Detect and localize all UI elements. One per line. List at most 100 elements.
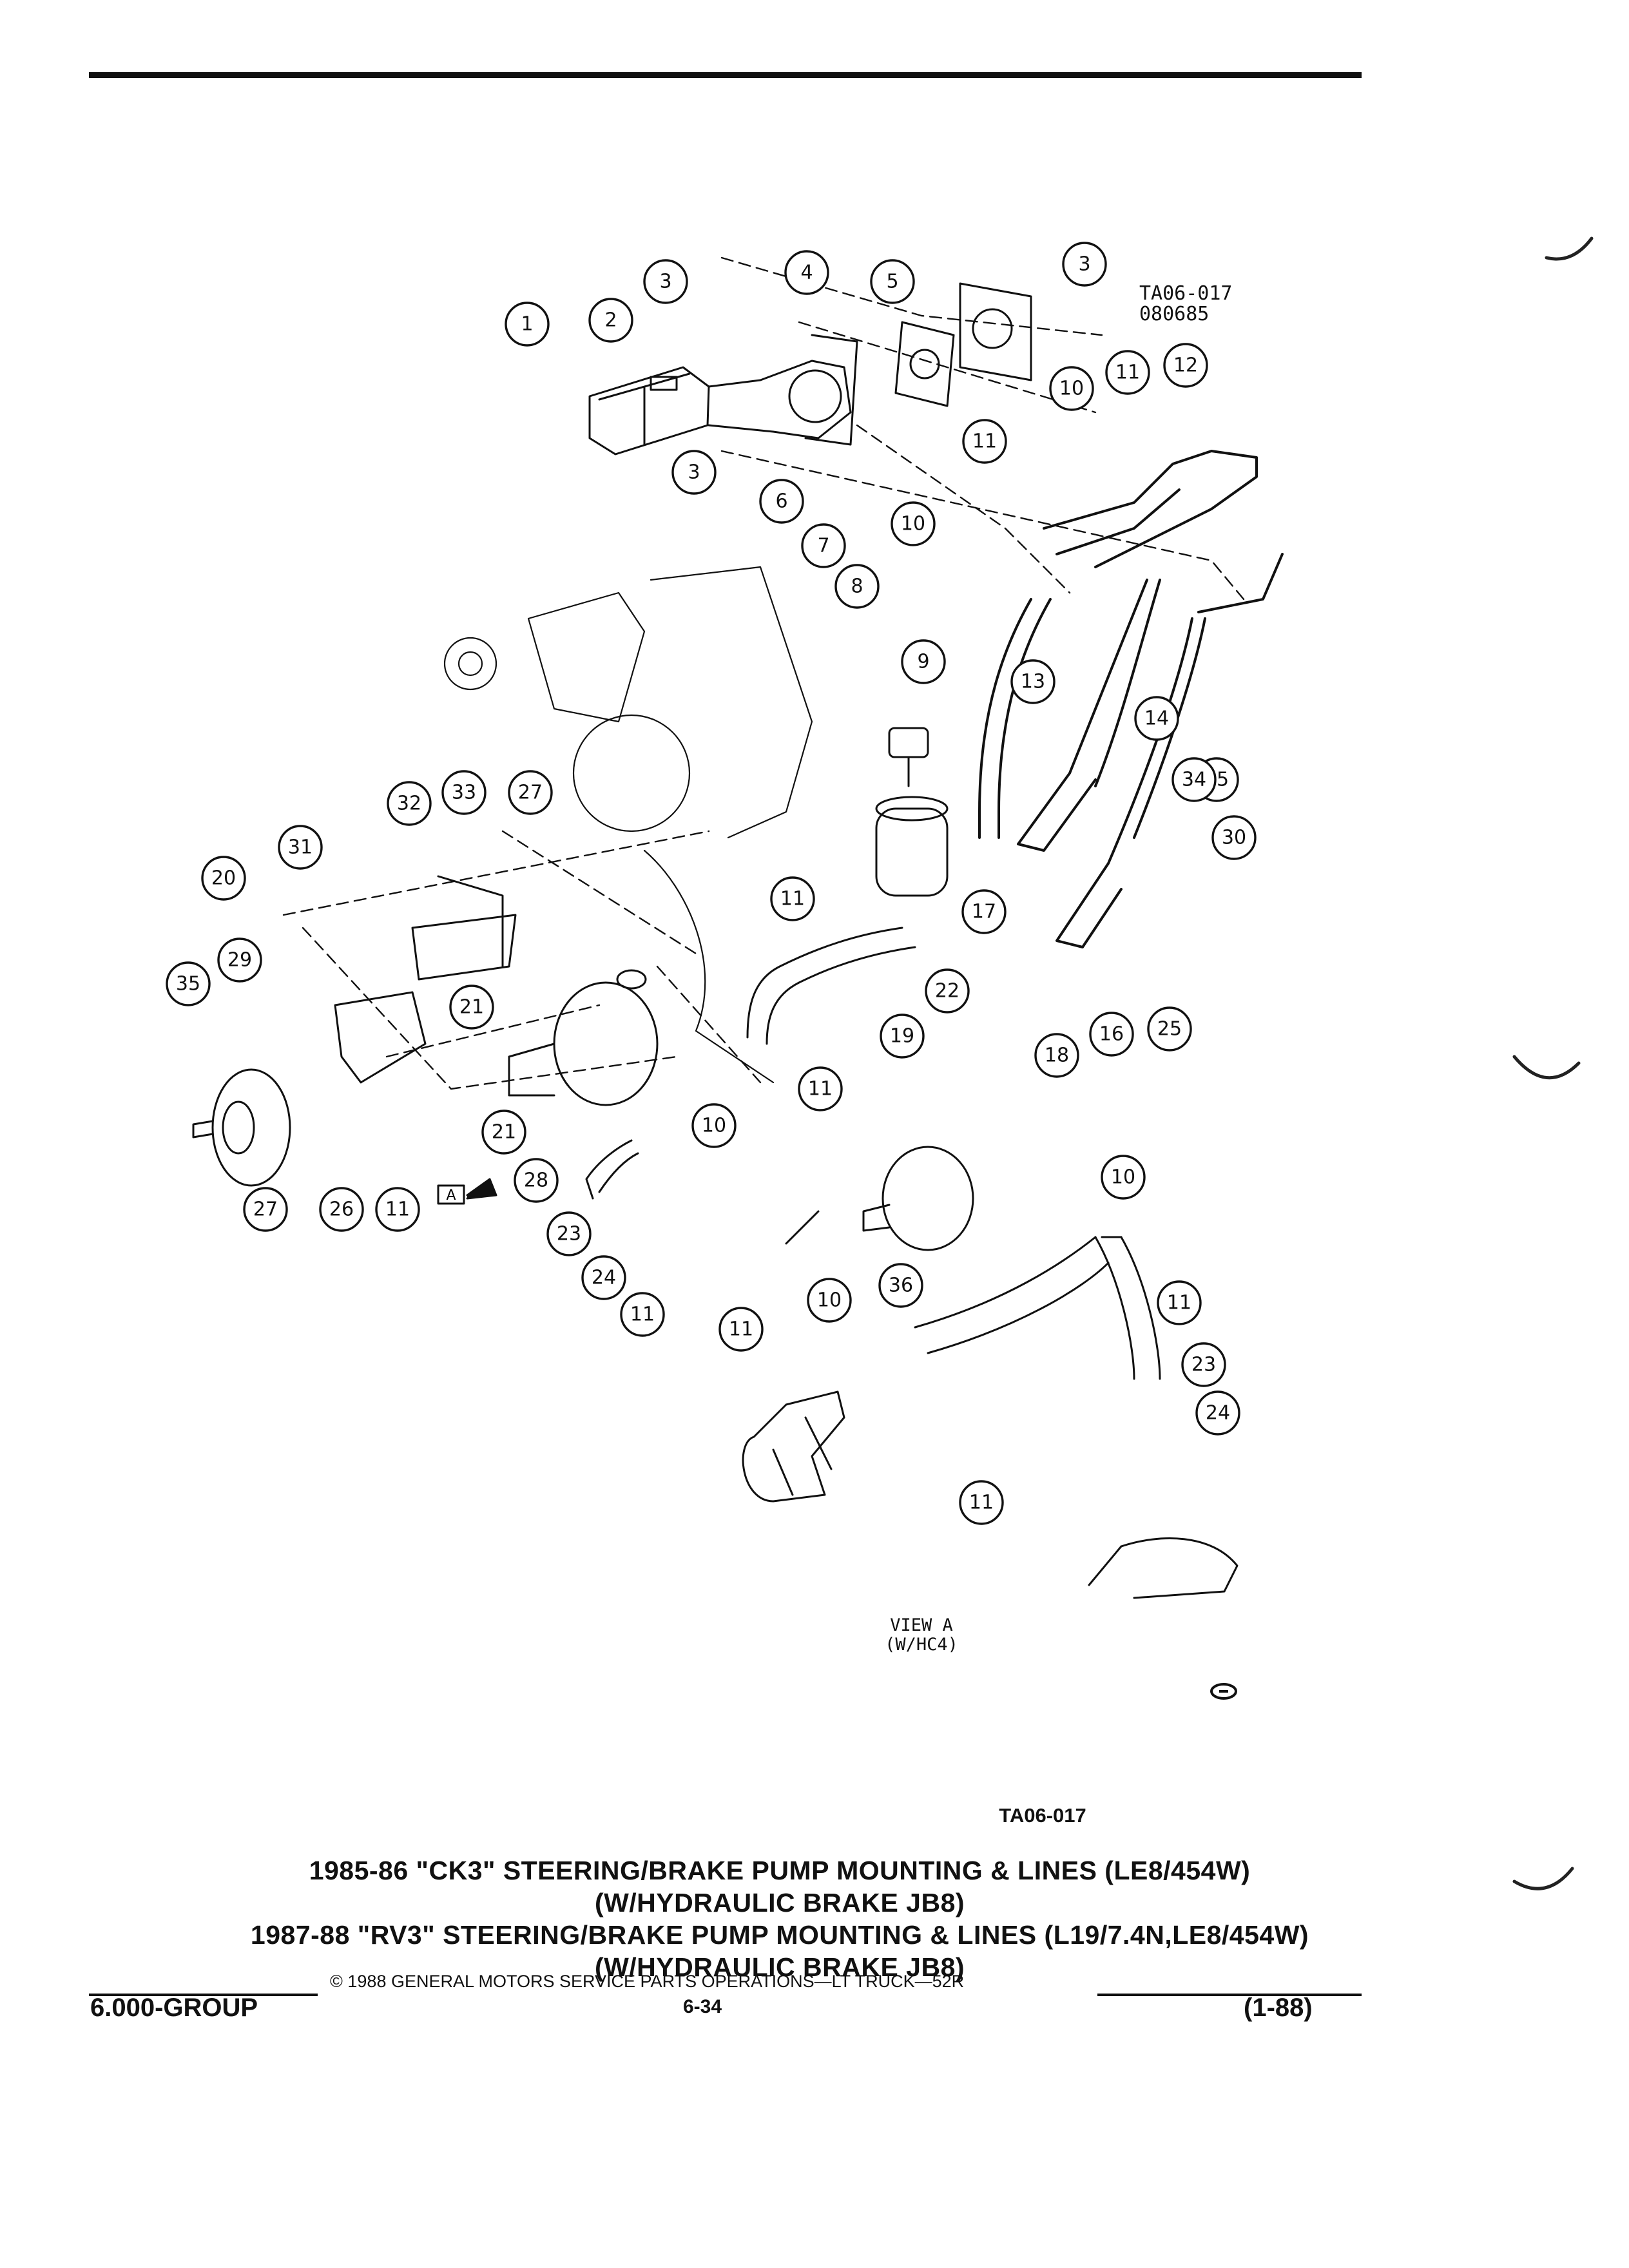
callout-number: 1 [521,313,533,336]
callout-1: 1 [505,302,550,347]
callout-9: 9 [901,639,946,684]
callout-circle [546,1211,592,1256]
callout-circle [1134,696,1179,741]
callout-circle [449,985,494,1030]
gc-logo-icon [1210,1683,1237,1700]
callout-number: 11 [969,1492,994,1514]
callout-circle [620,1292,665,1337]
callout-circle [770,876,815,921]
callout-5: 5 [870,259,915,304]
view-a-line-1: VIEW A [890,1615,953,1635]
callout-number: 10 [702,1115,726,1137]
callout-number: 22 [935,980,959,1003]
callout-number: 3 [659,271,671,293]
callout-26: 26 [319,1187,364,1232]
copyright-line: © 1988 GENERAL MOTORS SERVICE PARTS OPER… [330,1972,965,1991]
callout-13: 13 [1010,659,1055,704]
callout-number: 21 [492,1121,516,1144]
callout-circle [961,889,1007,934]
callout-21: 21 [449,985,494,1030]
callout-circle [201,856,246,901]
callout-number: 21 [459,996,484,1019]
callout-number: 11 [385,1198,410,1221]
revision-date: (1-88) [1244,1994,1313,2022]
callout-11: 11 [962,419,1007,464]
callout-circle [891,501,936,546]
callout-number: 4 [800,262,813,284]
callout-circle [784,250,829,295]
callout-number: 10 [901,513,925,535]
callout-circle [481,1110,526,1155]
view-a-arrow-drawing [437,1178,497,1205]
callout-11: 11 [959,1480,1004,1525]
callout-number: 9 [917,651,929,673]
callout-number: 24 [592,1267,616,1289]
callout-number: 7 [817,535,829,557]
callout-28: 28 [514,1158,559,1203]
booster-gasket-drawing [894,321,955,407]
callout-25: 25 [1147,1006,1192,1052]
callout-18: 18 [1034,1033,1079,1078]
callout-circle [925,968,970,1014]
page-title-line-3: 1987-88 "RV3" STEERING/BRAKE PUMP MOUNTI… [250,1920,1309,1950]
callout-number: 36 [889,1274,913,1297]
callout-31: 31 [278,825,323,870]
callout-circle [505,302,550,347]
callout-number: 35 [176,973,200,995]
callout-6: 6 [759,479,804,524]
callout-circle [878,1263,923,1308]
callout-8: 8 [834,564,880,609]
callout-2: 2 [588,298,633,343]
callout-circle [588,298,633,343]
callout-30: 30 [1211,815,1257,860]
callout-number: 14 [1144,707,1169,730]
callout-number: 34 [1182,769,1206,791]
callout-10: 10 [1101,1155,1146,1200]
engine-outline-drawing [443,566,813,1084]
callout-11: 11 [718,1307,764,1352]
callout-23: 23 [546,1211,592,1256]
callout-number: 11 [1115,361,1140,384]
callout-circle [1195,1390,1240,1436]
callout-17: 17 [961,889,1007,934]
callout-33: 33 [441,770,487,815]
page-title-line-2: (W/HYDRAULIC BRAKE JB8) [594,1888,965,1917]
callout-number: 3 [1078,253,1090,276]
callout-circle [901,639,946,684]
callout-circle [671,450,717,495]
callout-12: 12 [1163,343,1208,388]
callout-circle [581,1255,626,1300]
callout-14: 14 [1134,696,1179,741]
callout-number: 19 [890,1025,914,1048]
callout-circle [243,1187,288,1232]
callout-circle [1010,659,1055,704]
callout-number: 3 [688,461,700,484]
callout-number: 29 [227,949,252,972]
callout-number: 18 [1045,1044,1069,1067]
callout-number: 6 [775,490,787,513]
callout-number: 25 [1157,1018,1182,1041]
group-number: 6.000-GROUP [90,1994,258,2022]
drawing-stamp: TA06-017 080685 [1139,284,1233,325]
callout-number: 24 [1206,1402,1230,1425]
callout-number: 30 [1222,827,1246,849]
callout-11: 11 [375,1187,420,1232]
callout-3: 3 [643,259,688,304]
callout-number: 5 [886,271,898,293]
callout-number: 17 [972,901,996,923]
callout-10: 10 [691,1103,737,1148]
callout-11: 11 [1105,350,1150,395]
callout-3: 3 [671,450,717,495]
callout-circle [1089,1012,1134,1057]
scan-mark [1512,1867,1574,1890]
callout-circle [807,1278,852,1323]
callout-10: 10 [891,501,936,546]
callout-circle [1157,1280,1202,1325]
callout-circle [834,564,880,609]
callout-circle [643,259,688,304]
callout-11: 11 [798,1066,843,1111]
callout-11: 11 [770,876,815,921]
callout-circle [319,1187,364,1232]
callout-10: 10 [1049,366,1094,411]
callout-16: 16 [1089,1012,1134,1057]
